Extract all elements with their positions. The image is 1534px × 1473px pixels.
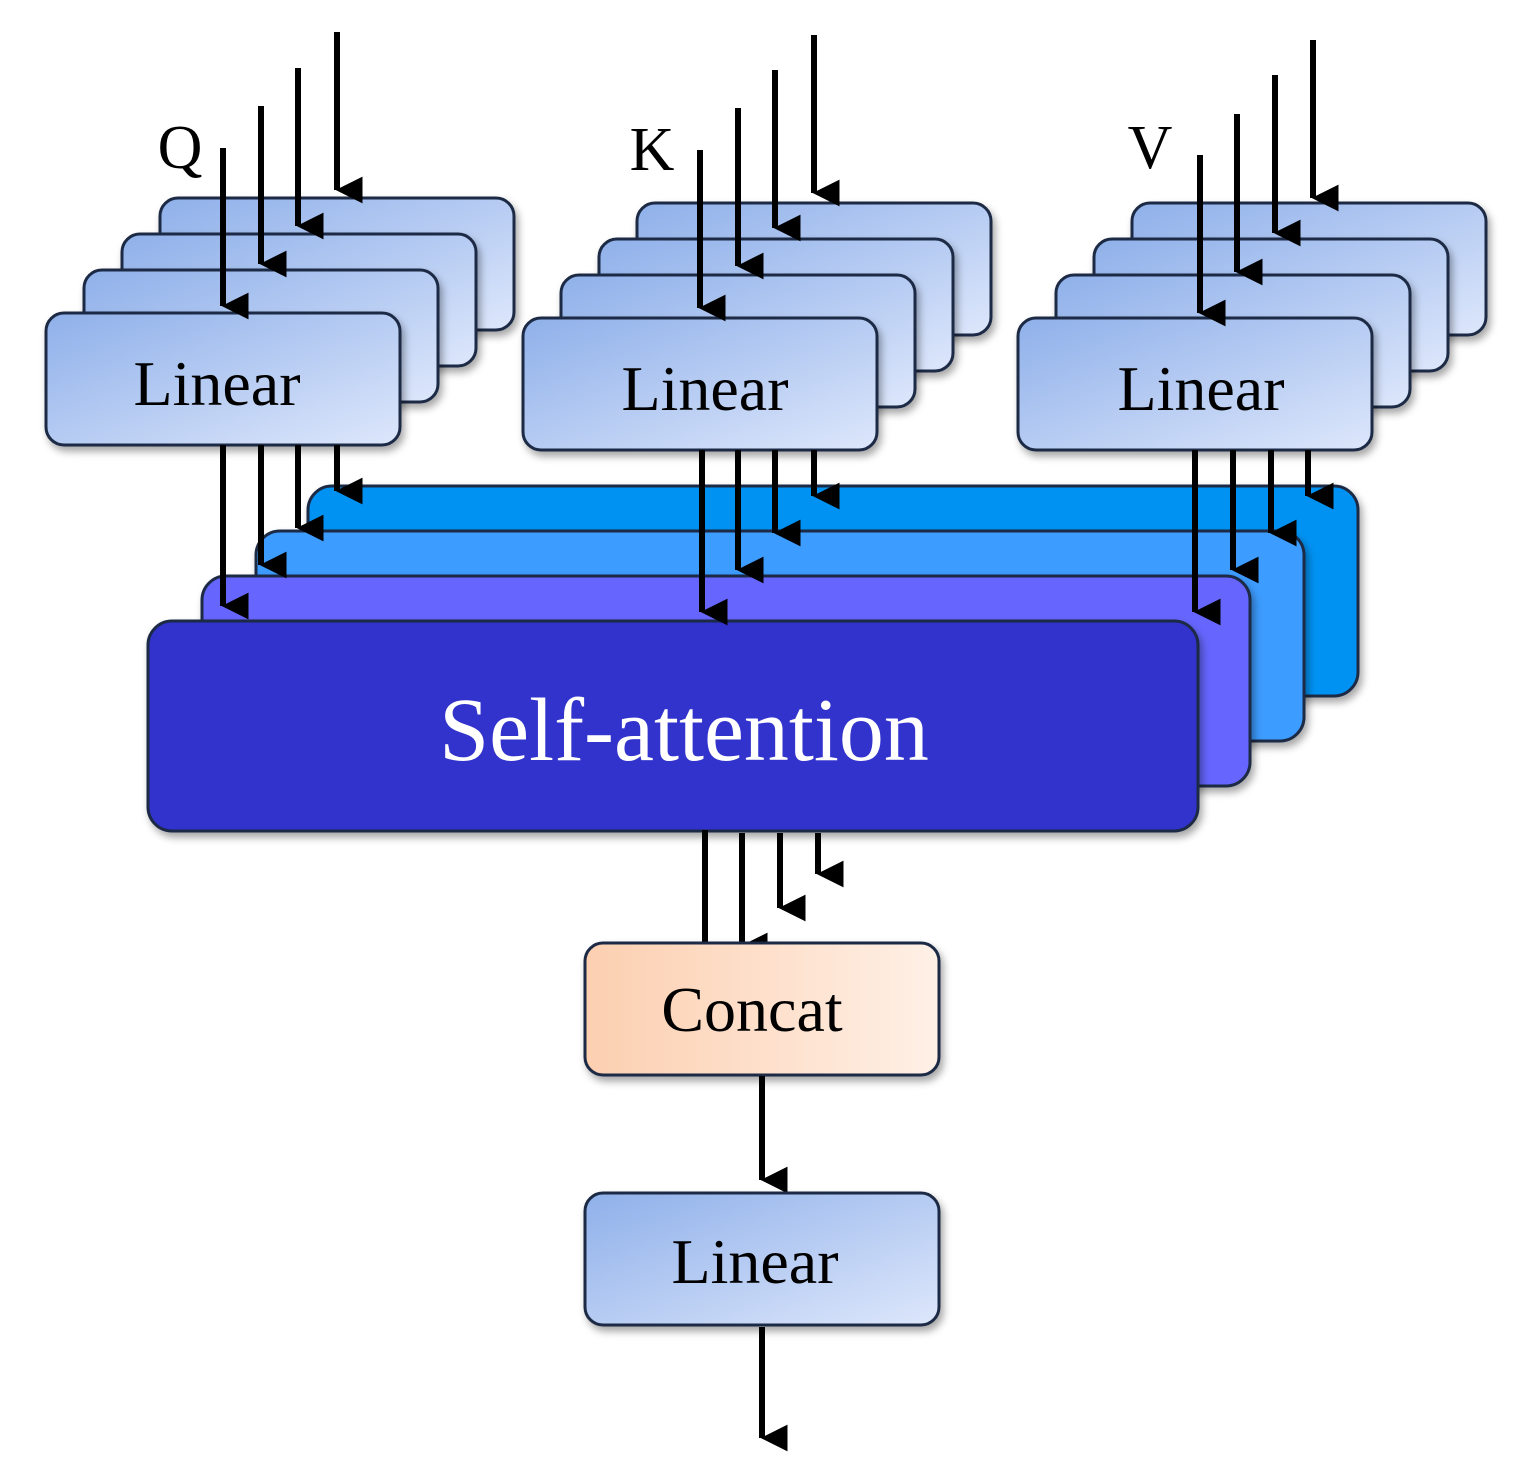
v-input-label: V <box>1128 114 1173 182</box>
self-attention-stack: Self-attention <box>146 484 1360 833</box>
q-input-label: Q <box>158 114 203 182</box>
linear-output-block: Linear <box>583 1191 941 1327</box>
linear-k-label: Linear <box>622 353 789 424</box>
concat-box <box>583 941 941 1077</box>
linear-q-label: Linear <box>134 348 301 419</box>
concat-label: Concat <box>661 974 843 1045</box>
linear-q-stack: Linear <box>44 196 516 447</box>
linear-v-label: Linear <box>1118 353 1285 424</box>
input-arrows <box>220 32 1339 327</box>
k-input-label: K <box>630 116 675 184</box>
linear-output-label: Linear <box>672 1226 839 1297</box>
concat-block: Concat <box>583 941 941 1077</box>
linear-v-stack: Linear <box>1016 201 1488 452</box>
linear-output-box <box>583 1191 941 1327</box>
projection-arrows <box>220 445 1334 626</box>
self-attention-label: Self-attention <box>439 681 929 780</box>
self-attention-box <box>146 619 1200 833</box>
linear-k-stack: Linear <box>521 201 993 452</box>
